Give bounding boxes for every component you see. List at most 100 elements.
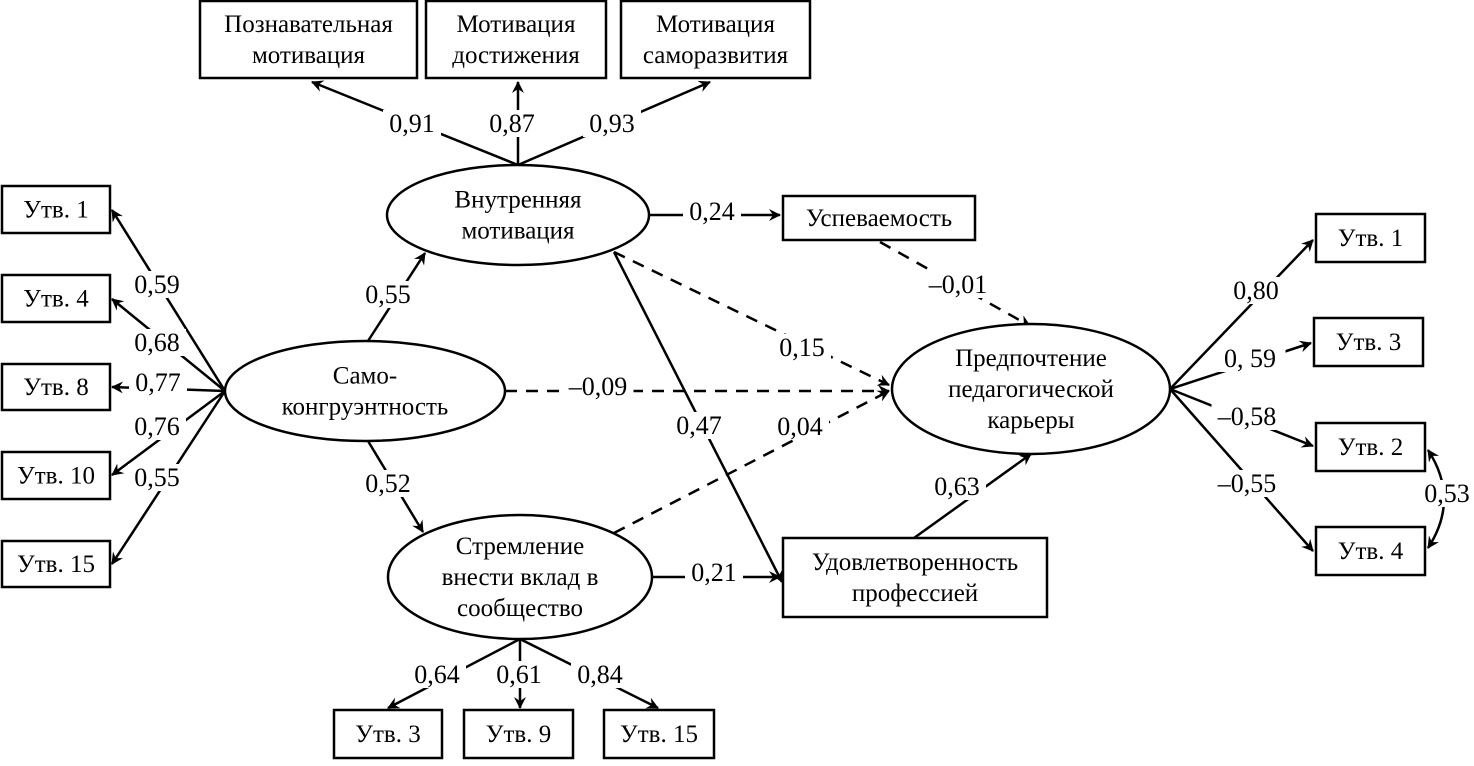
node-sc-item15: Утв. 15 bbox=[0, 539, 112, 589]
label-background bbox=[683, 198, 741, 225]
node-cp-item1: Утв. 1 bbox=[1314, 212, 1427, 264]
node-label-line: мотивация bbox=[252, 42, 366, 69]
node-box bbox=[0, 450, 112, 501]
path-coefficient: 0,80 bbox=[1233, 276, 1279, 305]
node-contribution: Стремление внести вклад в сообщество bbox=[386, 513, 654, 641]
node-label-line: Утв. 4 bbox=[1338, 538, 1404, 565]
node-ct-item9: Утв. 9 bbox=[462, 708, 575, 760]
node-label-line: Успеваемость bbox=[806, 205, 952, 232]
node-label-line: Утв. 3 bbox=[355, 721, 420, 748]
path-coefficient: 0,76 bbox=[134, 412, 180, 441]
node-sc-item4: Утв. 4 bbox=[0, 273, 112, 324]
label-background bbox=[1214, 345, 1286, 372]
node-ellipse bbox=[385, 163, 651, 267]
node-label-line: Утв. 2 bbox=[1338, 434, 1403, 461]
node-label-line: Утв. 9 bbox=[486, 721, 551, 748]
node-box bbox=[1312, 316, 1425, 368]
node-cp-item4: Утв. 4 bbox=[1314, 525, 1427, 577]
path-coefficient: 0,93 bbox=[589, 109, 635, 138]
label-background bbox=[571, 661, 629, 688]
node-sc-item1: Утв. 1 bbox=[0, 184, 112, 235]
path-coefficient: –0,55 bbox=[1217, 469, 1277, 498]
node-box bbox=[781, 536, 1049, 619]
node-label-line: педагогической bbox=[948, 376, 1114, 403]
node-label-line: карьеры bbox=[987, 407, 1074, 434]
node-box bbox=[462, 708, 575, 760]
node-label-line: Утв. 3 bbox=[1336, 329, 1401, 356]
path-coefficient: 0,87 bbox=[489, 109, 535, 138]
node-label-line: Удовлетворенность bbox=[812, 549, 1018, 576]
label-background bbox=[490, 661, 548, 688]
node-label-line: Познавательная bbox=[224, 11, 393, 38]
path-coefficient: 0,04 bbox=[777, 412, 823, 441]
path-coefficient: 0,63 bbox=[934, 472, 980, 501]
label-background bbox=[1211, 470, 1283, 497]
label-background bbox=[383, 110, 441, 137]
path-contribution-to-career-preference bbox=[613, 389, 890, 535]
label-background bbox=[128, 464, 186, 491]
path-coefficient: 0,55 bbox=[365, 280, 411, 309]
node-label-line: Утв. 8 bbox=[23, 374, 88, 401]
label-background bbox=[359, 470, 417, 497]
node-label-line: конгруэнтность bbox=[282, 394, 449, 421]
path-coefficient: –0,01 bbox=[928, 270, 988, 299]
node-box bbox=[424, 0, 608, 80]
node-label-line: Утв. 10 bbox=[17, 463, 95, 490]
label-background bbox=[583, 110, 641, 137]
node-performance: Успеваемость bbox=[781, 194, 977, 242]
label-background bbox=[1418, 480, 1474, 507]
label-background bbox=[129, 369, 187, 396]
node-label-line: внести вклад в bbox=[442, 564, 599, 591]
node-box bbox=[0, 184, 112, 235]
node-cp-item3: Утв. 3 bbox=[1312, 316, 1425, 368]
node-box bbox=[198, 0, 419, 80]
label-background bbox=[928, 473, 986, 500]
node-label-line: Утв. 1 bbox=[23, 197, 88, 224]
label-background bbox=[1211, 403, 1283, 430]
node-box bbox=[619, 0, 812, 80]
label-background bbox=[685, 559, 743, 586]
label-background bbox=[670, 412, 728, 439]
node-label-line: достижения bbox=[452, 42, 580, 69]
path-coefficient: 0,47 bbox=[676, 411, 722, 440]
node-career-preference: Предпочтение педагогической карьеры bbox=[890, 322, 1172, 456]
node-label-line: Утв. 15 bbox=[17, 551, 95, 578]
label-background bbox=[408, 661, 466, 688]
node-label-line: Мотивация bbox=[656, 11, 775, 38]
node-label-line: Стремление bbox=[456, 533, 584, 560]
node-box bbox=[1314, 212, 1427, 264]
label-background bbox=[771, 413, 829, 440]
path-coefficient: 0, 59 bbox=[1224, 344, 1276, 373]
label-background bbox=[128, 271, 186, 298]
node-box bbox=[602, 708, 716, 760]
node-label-line: Предпочтение bbox=[955, 345, 1107, 372]
node-cognitive-motivation: Познавательная мотивация bbox=[198, 0, 419, 80]
path-career-preference-to-cp-item1 bbox=[1169, 239, 1314, 390]
node-box bbox=[781, 194, 977, 242]
node-ct-item3: Утв. 3 bbox=[332, 708, 444, 760]
node-label-line: сообщество bbox=[457, 595, 583, 622]
node-label-line: Утв. 15 bbox=[620, 721, 698, 748]
node-label-line: Утв. 4 bbox=[23, 286, 89, 313]
path-coefficient: 0,53 bbox=[1424, 479, 1470, 508]
path-coefficient: 0,15 bbox=[779, 333, 825, 362]
path-coefficient: 0,52 bbox=[365, 469, 411, 498]
node-sc-item10: Утв. 10 bbox=[0, 450, 112, 501]
node-box bbox=[332, 708, 444, 760]
label-background bbox=[562, 373, 634, 400]
node-box bbox=[0, 362, 112, 412]
node-self-congruence: Само-конгруэнтность bbox=[223, 339, 507, 443]
node-ct-item15: Утв. 15 bbox=[602, 708, 716, 760]
node-box bbox=[1314, 525, 1427, 577]
label-background bbox=[359, 281, 417, 308]
path-coefficient: –0,58 bbox=[1217, 402, 1277, 431]
node-box bbox=[0, 539, 112, 589]
path-self-congruence-to-sc-item1 bbox=[110, 209, 227, 392]
node-box bbox=[1314, 421, 1427, 473]
node-sc-item8: Утв. 8 bbox=[0, 362, 112, 412]
path-coefficient: 0,84 bbox=[577, 660, 623, 689]
path-coefficient: –0,09 bbox=[568, 372, 628, 401]
